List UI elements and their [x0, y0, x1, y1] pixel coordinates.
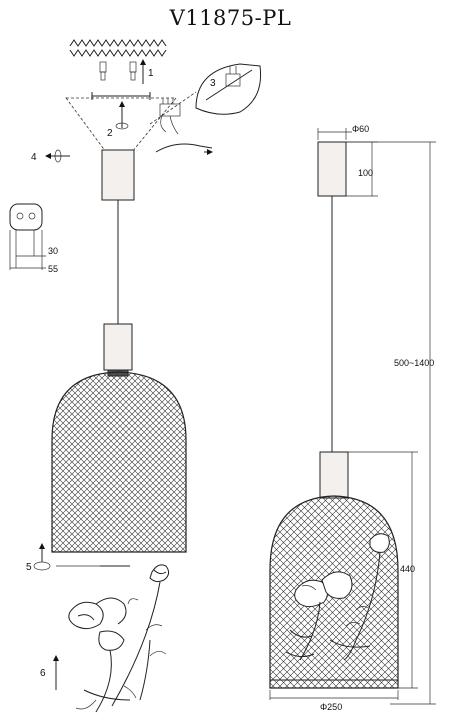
step-label: 6	[40, 668, 46, 679]
flower-decoration-right	[285, 533, 390, 661]
canopy-height-label: 100	[358, 168, 373, 178]
shade-ring	[33, 543, 130, 571]
shade-diameter-dimension	[269, 690, 399, 700]
shade-diameter-label: Φ250	[320, 702, 342, 712]
shade-height-dimension	[348, 451, 418, 689]
bracket-inner-dimension: 30	[48, 246, 58, 256]
step-label: 2	[107, 128, 113, 139]
lamp-holder-left	[103, 323, 133, 377]
bracket-detail	[9, 203, 46, 270]
ceiling-symbol	[69, 39, 167, 57]
flower-decoration-left	[53, 564, 170, 713]
mesh-shade-left	[51, 371, 187, 553]
shade-height-label: 440	[400, 564, 415, 574]
step-label: 3	[210, 78, 216, 89]
wire-connection-detail	[149, 63, 262, 125]
canopy-diameter-label: Φ60	[352, 124, 369, 134]
ceiling-anchors	[99, 59, 146, 84]
cable-length-label: 500~1400	[394, 358, 434, 368]
step-label: 5	[26, 562, 32, 573]
step-label: 4	[31, 152, 37, 163]
step-label: 1	[148, 68, 154, 79]
mounting-bracket	[65, 92, 177, 153]
terminal-block	[155, 98, 213, 155]
lamp-holder-right	[319, 451, 349, 499]
canopy-left	[45, 149, 135, 201]
diagram-title: V11875-PL	[169, 6, 292, 30]
overall-length-dimension	[346, 141, 436, 705]
bracket-outer-dimension: 55	[48, 264, 58, 274]
canopy-right	[317, 128, 378, 197]
